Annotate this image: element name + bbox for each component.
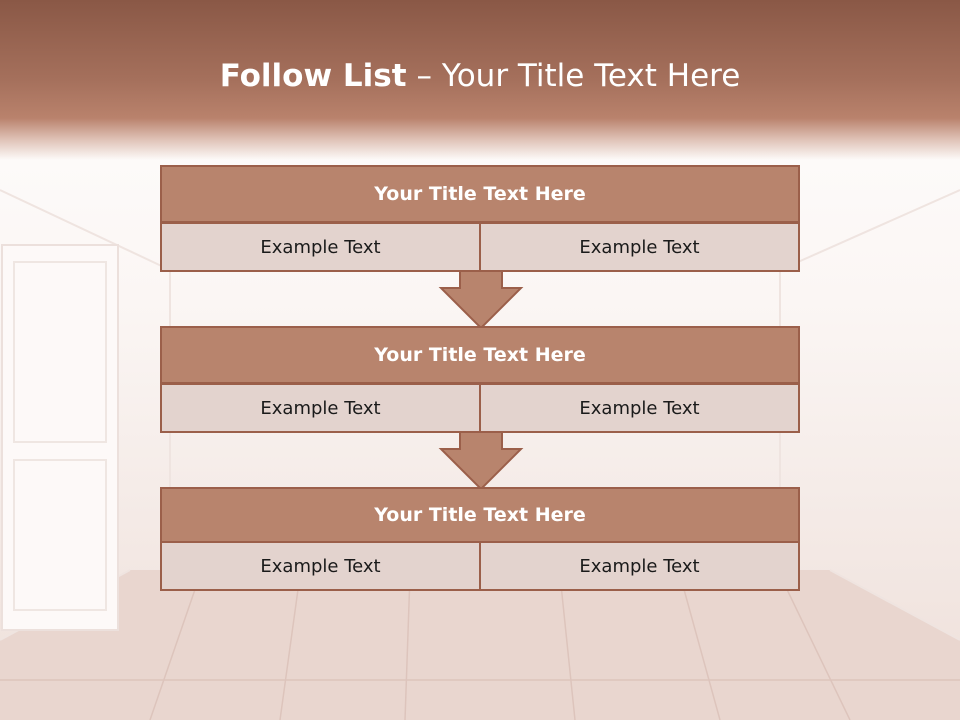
block-title: Your Title Text Here xyxy=(160,487,800,543)
down-arrow-icon xyxy=(438,270,524,330)
block-cell-right: Example Text xyxy=(479,541,800,591)
title-bold: Follow List xyxy=(219,58,407,94)
block-title: Your Title Text Here xyxy=(160,326,800,384)
block-title: Your Title Text Here xyxy=(160,165,800,223)
block-cell-right: Example Text xyxy=(479,383,800,433)
block-cell-right: Example Text xyxy=(479,222,800,272)
block-cell-left: Example Text xyxy=(160,222,481,272)
block-cell-left: Example Text xyxy=(160,541,481,591)
header-band xyxy=(0,0,960,160)
block-cell-left: Example Text xyxy=(160,383,481,433)
slide-title: Follow List– Your Title Text Here xyxy=(0,52,960,100)
down-arrow-icon xyxy=(438,431,524,491)
title-rest: – Your Title Text Here xyxy=(416,58,741,94)
